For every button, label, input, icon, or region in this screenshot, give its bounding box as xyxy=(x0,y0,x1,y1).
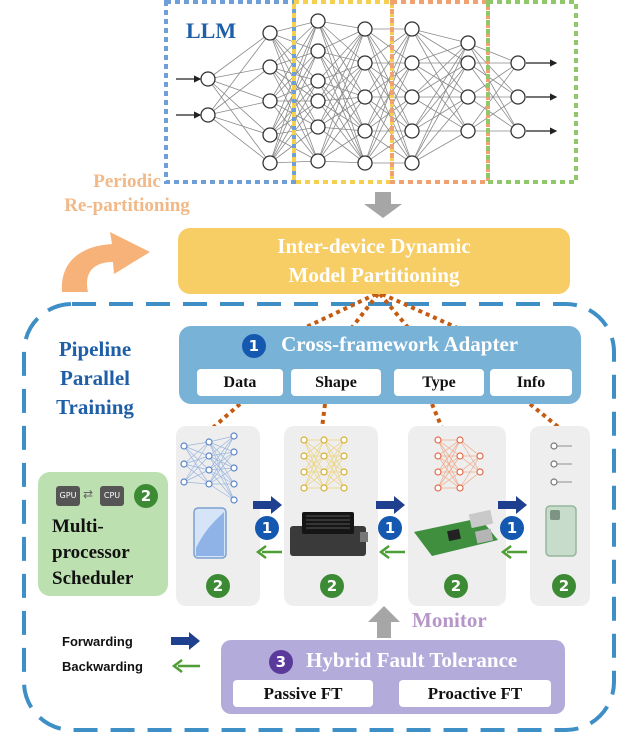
partition-stage-4 xyxy=(486,0,578,184)
network-node xyxy=(262,155,278,171)
device-badge-raspberry-pi: 2 xyxy=(444,574,468,598)
network-node xyxy=(310,153,326,169)
adapter-item-shape: Shape xyxy=(291,369,381,396)
partition-links xyxy=(299,292,463,332)
network-node xyxy=(404,89,420,105)
swap-arrows-icon: ⇄ xyxy=(83,487,94,501)
adapter-title: Cross-framework Adapter xyxy=(281,332,519,356)
partitioning-line1: Inter-device Dynamic xyxy=(277,234,471,258)
up-arrow-icon xyxy=(368,606,400,638)
backward-arrows xyxy=(171,545,527,673)
pipeline-parallel-label: Pipeline Parallel Training xyxy=(40,335,150,422)
pipeline-line1: Pipeline xyxy=(58,337,132,361)
hybrid-fault-tolerance: 3 Hybrid Fault Tolerance Passive FT Proa… xyxy=(221,640,565,714)
forward-badge-2: 1 xyxy=(378,516,402,540)
phone2-mini-network xyxy=(550,442,558,486)
adapter-item-data: Data xyxy=(197,369,283,396)
network-node xyxy=(510,55,526,71)
raspberry-pi-icon xyxy=(414,509,498,556)
pipeline-line3: Training xyxy=(56,395,134,419)
legend-backward-arrow xyxy=(171,659,200,673)
pipeline-frame xyxy=(22,302,616,732)
network-node xyxy=(310,13,326,29)
scheduler-line2: processor xyxy=(52,542,130,563)
network-node xyxy=(404,155,420,171)
proactive-ft-box: Proactive FT xyxy=(399,680,551,707)
device-badge-phone: 2 xyxy=(206,574,230,598)
network-node xyxy=(310,93,326,109)
legend-forward-arrow xyxy=(171,632,200,650)
device-mini-networks xyxy=(180,432,572,504)
model-partitioning-box: Inter-device Dynamic Model Partitioning xyxy=(178,228,570,294)
network-node xyxy=(357,89,373,105)
pi-mini-network xyxy=(434,436,484,492)
monitor-label: Monitor xyxy=(412,608,487,632)
network-node xyxy=(510,89,526,105)
network-node xyxy=(357,155,373,171)
passive-ft-box: Passive FT xyxy=(233,680,373,707)
network-node xyxy=(460,123,476,139)
periodic-repartitioning-label: Periodic Re-partitioning xyxy=(52,170,202,218)
network-node xyxy=(357,21,373,37)
network-node xyxy=(310,43,326,59)
cpu-chip-icon: CPU xyxy=(100,486,124,506)
down-arrow-icon xyxy=(364,192,402,218)
scheduler-line3: Scheduler xyxy=(52,568,134,589)
network-node xyxy=(460,89,476,105)
curved-arrow-icon xyxy=(61,232,150,292)
device-badge-jetson: 2 xyxy=(320,574,344,598)
network-node xyxy=(200,107,216,123)
scheduler-label: Multi- processor Scheduler xyxy=(52,514,133,592)
network-node xyxy=(262,93,278,109)
network-nodes xyxy=(200,13,526,171)
jetson-board-icon xyxy=(290,512,368,556)
phone-mini-network xyxy=(180,432,238,504)
device-badge-phone-2: 2 xyxy=(552,574,576,598)
fault-number-badge: 3 xyxy=(268,650,293,675)
scheduler-line1: Multi- xyxy=(52,516,104,537)
adapter-item-type: Type xyxy=(394,369,484,396)
network-node xyxy=(310,119,326,135)
partition-stage-3 xyxy=(390,0,490,184)
network-node xyxy=(310,73,326,89)
network-node xyxy=(357,123,373,139)
network-node xyxy=(460,55,476,71)
legend-backwarding: Backwarding xyxy=(62,659,143,674)
fault-title: Hybrid Fault Tolerance xyxy=(306,648,518,672)
smartphone-icon xyxy=(193,507,227,559)
periodic-line1: Periodic xyxy=(93,171,161,192)
network-node xyxy=(404,123,420,139)
gpu-chip-icon: GPU xyxy=(56,486,80,506)
jetson-mini-network xyxy=(300,436,348,492)
network-node xyxy=(357,55,373,71)
scheduler-number-badge: 2 xyxy=(134,484,158,508)
network-node xyxy=(460,35,476,51)
forward-badge-3: 1 xyxy=(500,516,524,540)
llm-label: LLM xyxy=(186,18,237,43)
forward-badge-1: 1 xyxy=(255,516,279,540)
multi-processor-scheduler: GPU ⇄ CPU 2 xyxy=(38,472,168,596)
network-node xyxy=(200,71,216,87)
periodic-line2: Re-partitioning xyxy=(64,195,190,216)
network-node xyxy=(262,59,278,75)
network-node xyxy=(262,127,278,143)
network-node xyxy=(262,25,278,41)
legend-forwarding: Forwarding xyxy=(62,634,133,649)
partition-stage-1 xyxy=(164,0,296,184)
network-node xyxy=(510,123,526,139)
pipeline-line2: Parallel xyxy=(60,366,130,390)
network-node xyxy=(404,55,420,71)
network-node xyxy=(404,21,420,37)
fault-title-row: 3 Hybrid Fault Tolerance xyxy=(221,648,565,675)
forward-arrows xyxy=(171,496,527,650)
adapter-number-badge: 1 xyxy=(241,334,266,359)
smartphone-2-icon xyxy=(545,505,577,557)
adapter-item-info: Info xyxy=(490,369,572,396)
partition-stage-2 xyxy=(292,0,394,184)
partitioning-line2: Model Partitioning xyxy=(288,263,460,287)
cross-framework-adapter: 1 Cross-framework Adapter Data Shape Typ… xyxy=(179,326,581,404)
adapter-title-row: 1 Cross-framework Adapter xyxy=(179,332,581,359)
